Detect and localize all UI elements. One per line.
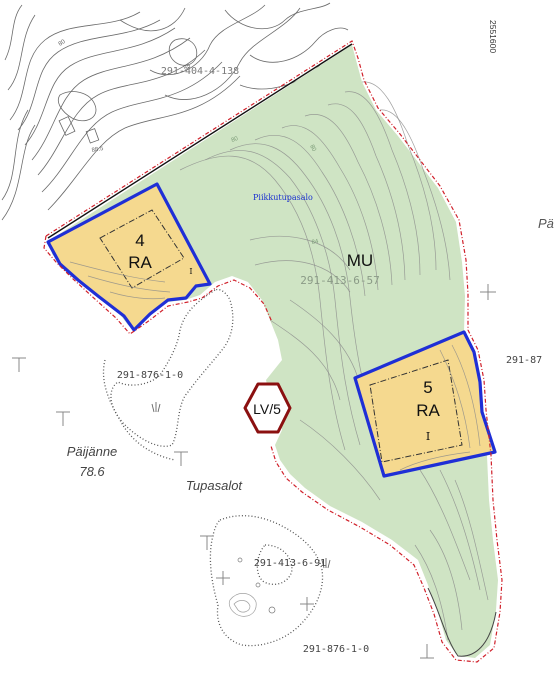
parcel-east-fragment: 291-87: [506, 355, 542, 366]
elevation-label: 80: [58, 39, 67, 48]
northern-plan-line: [47, 43, 353, 239]
parcel-south: 291-876-1-0: [303, 644, 369, 655]
elevation-label: 84: [311, 239, 319, 246]
grid-coordinate: 2551600: [488, 20, 498, 53]
parcel-south-island: 291-413-6-91: [254, 558, 326, 569]
plan-boundary-west: [43, 235, 273, 335]
ra-4-zone: [46, 182, 212, 332]
ra-4-contours: [69, 261, 171, 300]
island-name: Piikkutupasalo: [253, 193, 313, 202]
parcel-main: 291-413-6-57: [300, 274, 379, 287]
mu-contours: [87, 81, 489, 641]
marsh-symbol-icon: [151, 402, 331, 569]
ra-5-mark: I: [426, 430, 430, 443]
islets-shore: [209, 515, 324, 647]
mu-label: MU: [347, 251, 373, 270]
islets-contours: [228, 557, 276, 617]
elevation-label: 80: [308, 144, 317, 153]
ra-5-zone: [353, 330, 497, 478]
elevation-label: 88.5: [91, 146, 104, 154]
plan-boundary: [45, 40, 503, 663]
lv-5-zone: [243, 382, 292, 434]
elevation-label: 85: [183, 63, 192, 72]
survey-markers: [12, 284, 496, 659]
parcel-north: 291-404-4-138: [161, 66, 239, 77]
islets-shore-2: [256, 544, 293, 585]
ra-5-building-area: [369, 359, 463, 463]
south-coast: [427, 587, 497, 657]
lake-level: 78.6: [79, 464, 105, 479]
lv-5-label: LV/5: [253, 401, 281, 417]
islets-name: Tupasalot: [186, 478, 244, 493]
ra-5-code: RA: [416, 401, 440, 420]
ra-4-mark: I: [189, 267, 192, 276]
northern-contours: [1, 2, 349, 221]
parcel-west: 291-876-1-0: [117, 370, 183, 381]
ra-5-contours: [399, 344, 481, 471]
ra-5-number: 5: [423, 378, 432, 397]
ra-4-number: 4: [135, 231, 144, 250]
lake-name: Päijänne: [67, 444, 118, 459]
edge-place-fragment: Pä: [538, 216, 554, 231]
ra-4-code: RA: [128, 253, 152, 272]
elevation-label: 80: [231, 136, 240, 144]
